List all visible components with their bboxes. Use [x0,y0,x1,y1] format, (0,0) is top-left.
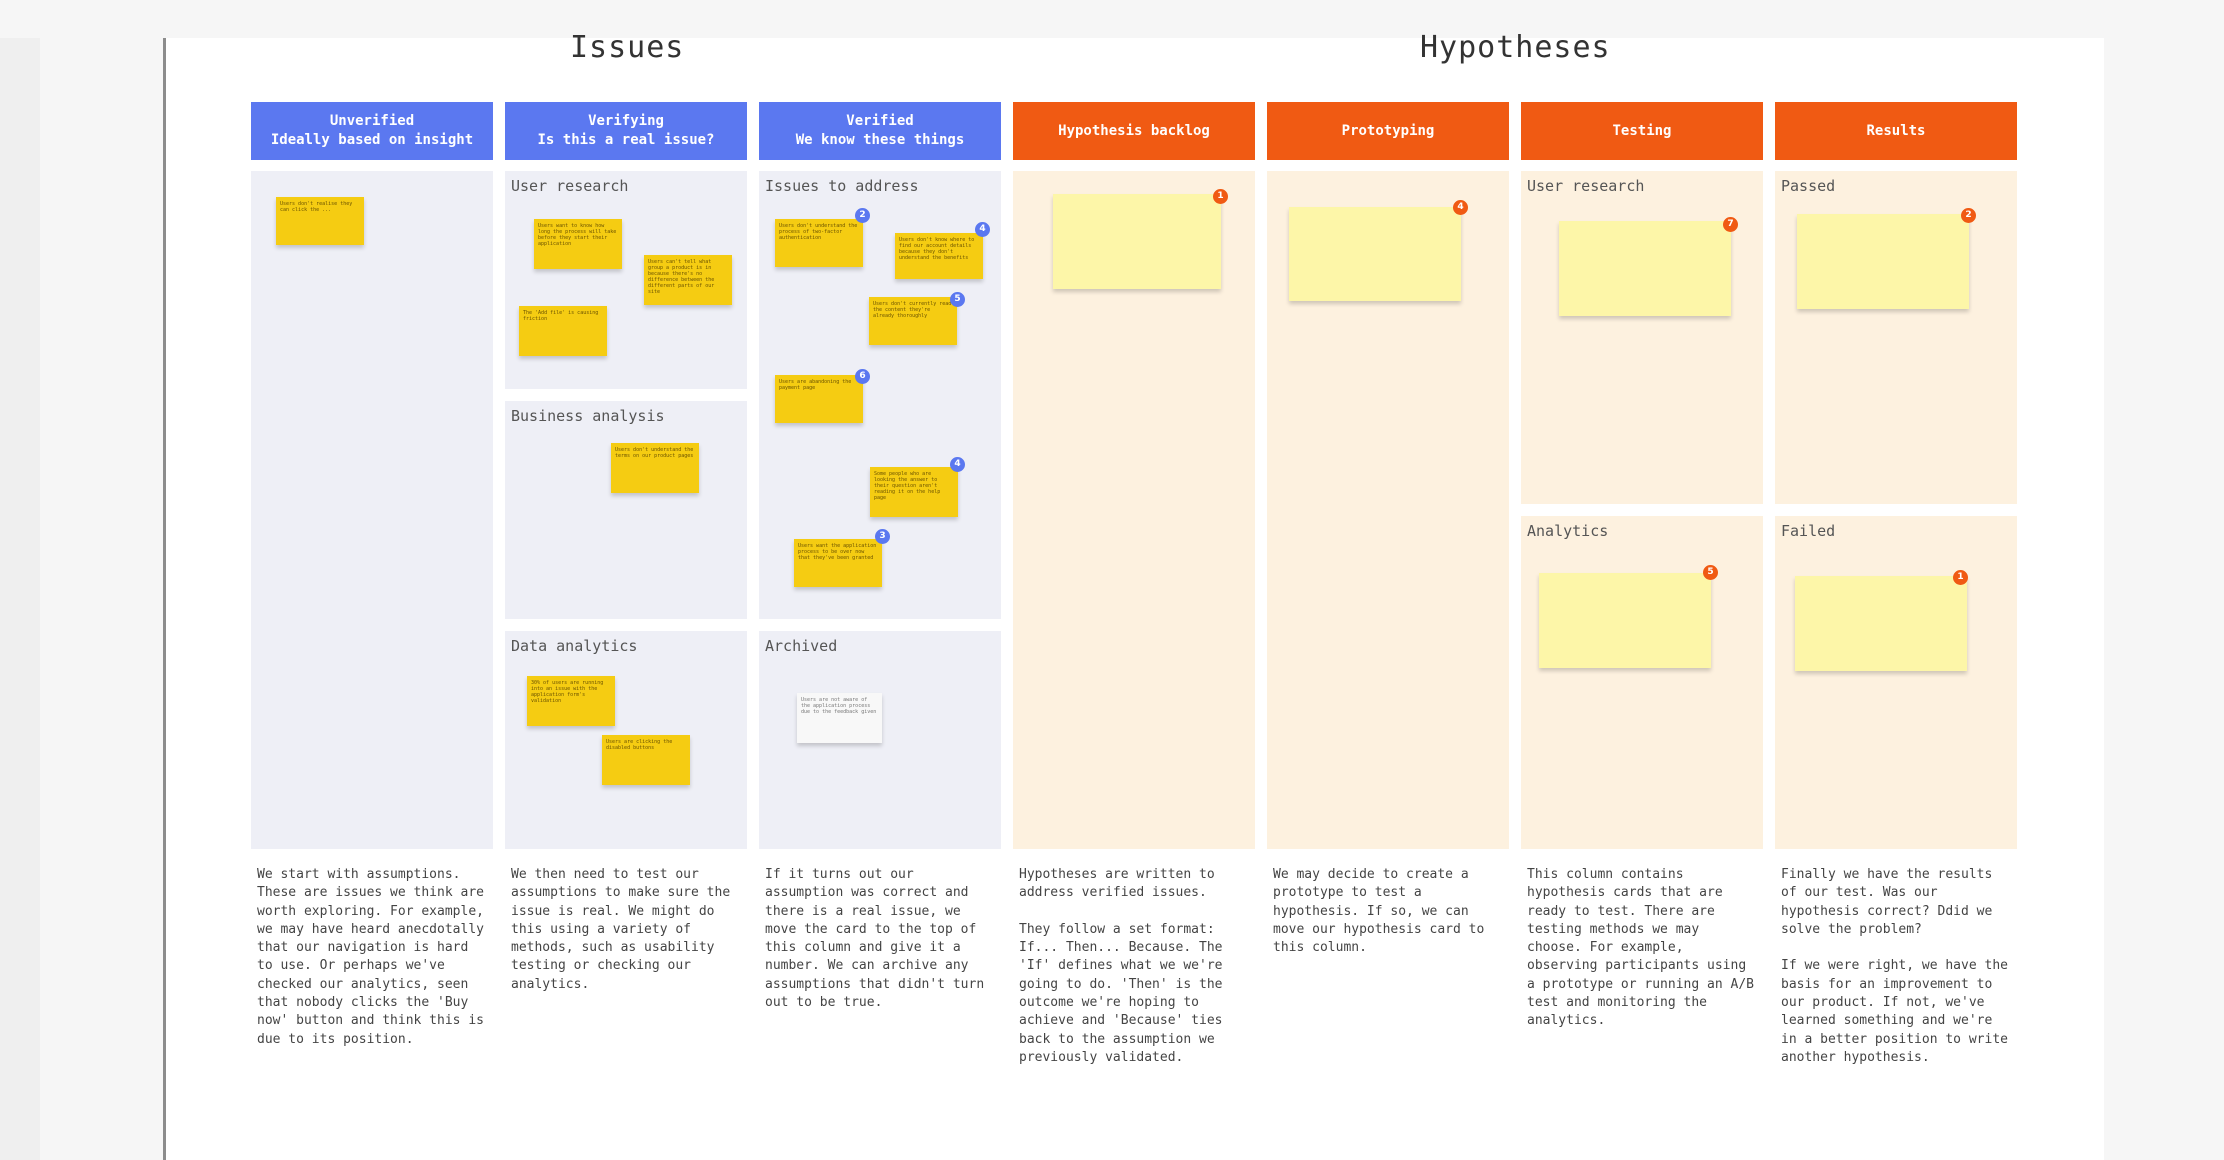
column-title: Testing [1612,122,1672,139]
sticky-note[interactable]: Users want the application process to be… [794,539,882,587]
section-analytics: Analytics 5 [1521,516,1763,849]
priority-badge: 5 [950,292,965,307]
priority-badge: 4 [1453,200,1468,215]
section-label: User research [511,177,629,195]
column-header[interactable]: Verified We know these things [759,102,1001,160]
priority-badge: 3 [875,529,890,544]
section-label: Data analytics [511,637,638,655]
column-title: Prototyping [1341,122,1435,139]
hypothesis-card[interactable] [1795,576,1967,671]
sticky-note[interactable]: Users are abandoning the payment page [775,375,863,423]
column-verifying: Verifying Is this a real issue? [505,102,747,160]
column-description: We may decide to create a prototype to t… [1273,867,1485,956]
column-subtitle: Is this a real issue? [537,132,715,148]
column-results: Results [1775,102,2017,160]
column-unverified: Unverified Ideally based on insight [251,102,493,160]
sticky-note[interactable]: Users don't understand the terms on our … [611,443,699,493]
sticky-note[interactable]: Users don't understand the process of tw… [775,219,863,267]
column-description: Hypotheses are written to address verifi… [1019,867,1223,1065]
column-description: We start with assumptions. These are iss… [257,867,484,1047]
column-header[interactable]: Prototyping [1267,102,1509,160]
sticky-note[interactable]: Users can't tell what group a product is… [644,255,732,305]
priority-badge: 4 [975,222,990,237]
priority-badge: 1 [1953,570,1968,585]
column-title: Results [1866,122,1926,139]
left-margin [0,38,40,1160]
column-testing: Testing [1521,102,1763,160]
column-header[interactable]: Unverified Ideally based on insight [251,102,493,160]
priority-badge: 5 [1703,565,1718,580]
section-label: Business analysis [511,407,665,425]
unverified-area: Users don't realise they can click the .… [251,171,493,849]
section-label: User research [1527,177,1645,195]
column-header[interactable]: Testing [1521,102,1763,160]
column-hypothesis-backlog: Hypothesis backlog [1013,102,1255,160]
section-user-research: User research 7 [1521,171,1763,504]
section-label: Passed [1781,177,1836,195]
sticky-note[interactable]: Users don't realise they can click the .… [276,197,364,245]
hypothesis-card[interactable] [1053,194,1221,289]
section-business-analysis: Business analysis Users don't understand… [505,401,747,619]
sticky-note[interactable]: Some people who are looking the answer t… [870,467,958,517]
column-description: If it turns out our assumption was corre… [765,867,985,1011]
group-title-hypotheses: Hypotheses [1420,30,1611,65]
section-user-research: User research Users want to know how lon… [505,171,747,389]
column-prototyping: Prototyping [1267,102,1509,160]
sticky-note[interactable]: The 'Add file' is causing friction [519,306,607,356]
priority-badge: 2 [1961,208,1976,223]
column-header[interactable]: Results [1775,102,2017,160]
column-description: We then need to test our assumptions to … [511,867,731,992]
priority-badge: 6 [855,369,870,384]
column-title: Hypothesis backlog [1058,122,1210,139]
hypothesis-backlog-area: 1 [1013,171,1255,849]
section-issues-to-address: Issues to address Users don't understand… [759,171,1001,619]
hypothesis-card[interactable] [1539,573,1711,668]
column-subtitle: We know these things [795,132,965,148]
section-label: Issues to address [765,177,919,195]
sticky-note[interactable]: Users don't know where to find our accou… [895,233,983,279]
section-passed: Passed 2 [1775,171,2017,504]
section-label: Archived [765,637,838,655]
column-description: This column contains hypothesis cards th… [1527,867,1754,1029]
column-header[interactable]: Verifying Is this a real issue? [505,102,747,160]
column-subtitle: Ideally based on insight [270,132,474,148]
section-label: Failed [1781,522,1836,540]
sticky-note[interactable]: Users are clicking the disabled buttons [602,735,690,785]
column-title: Unverified [329,113,415,129]
sticky-note[interactable]: Users don't currently read the content t… [869,297,957,345]
hypothesis-card[interactable] [1559,221,1731,316]
prototyping-area: 4 [1267,171,1509,849]
section-data-analytics: Data analytics 30% of users are running … [505,631,747,849]
column-title: Verified [846,113,914,129]
column-header[interactable]: Hypothesis backlog [1013,102,1255,160]
priority-badge: 2 [855,208,870,223]
priority-badge: 7 [1723,217,1738,232]
priority-badge: 1 [1213,189,1228,204]
section-failed: Failed 1 [1775,516,2017,849]
priority-badge: 4 [950,457,965,472]
hypothesis-card[interactable] [1289,207,1461,301]
group-title-issues: Issues [570,30,685,65]
column-verified: Verified We know these things [759,102,1001,160]
sticky-note[interactable]: 30% of users are running into an issue w… [527,676,615,726]
section-archived: Archived Users are not aware of the appl… [759,631,1001,849]
hypothesis-card[interactable] [1797,214,1969,309]
sticky-note[interactable]: Users are not aware of the application p… [797,693,882,743]
column-title: Verifying [588,113,664,129]
sticky-note[interactable]: Users want to know how long the process … [534,219,622,269]
section-label: Analytics [1527,522,1609,540]
column-description: Finally we have the results of our test.… [1781,867,2008,1065]
